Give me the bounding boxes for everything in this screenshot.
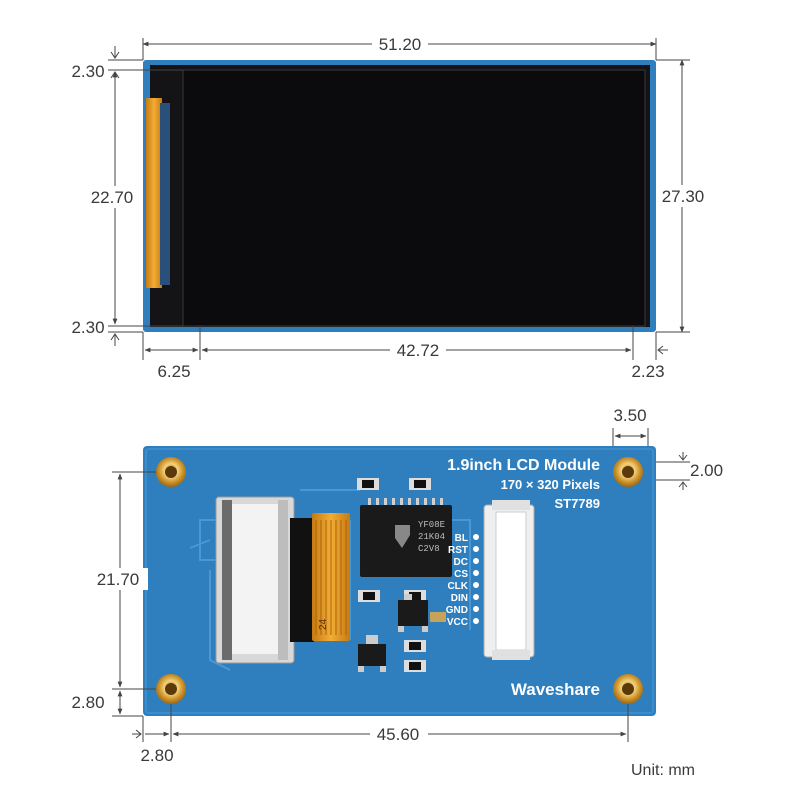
dim-hole-horizontal-spacing: 45.60 — [377, 725, 420, 744]
header-connector — [483, 500, 535, 660]
ic-marking-line-2: 21K04 — [418, 532, 445, 542]
level-shifter-ic: YF08E 21K04 C2V8 — [360, 498, 452, 577]
pin-label-din: DIN — [451, 593, 468, 604]
arrow-hole-left — [132, 729, 142, 739]
dim-overall-height: 27.30 — [662, 187, 705, 206]
flex-ribbon: 24 — [290, 513, 350, 642]
pin-pads — [473, 534, 479, 624]
display-screen — [182, 69, 646, 327]
dim-hole-vertical-spacing: 21.70 — [97, 570, 140, 589]
dim-hole-top-offset: 2.00 — [690, 461, 723, 480]
dim-left-offset: 6.25 — [157, 362, 190, 381]
pin-label-dc: DC — [454, 557, 468, 568]
arrow-bottom-margin — [110, 333, 120, 346]
arrow-right-offset — [657, 345, 668, 355]
module-title: 1.9inch LCD Module — [447, 457, 600, 474]
pin-label-bl: BL — [455, 533, 468, 544]
pin-label-clk: CLK — [447, 581, 468, 592]
ic-marking-line-3: C2V8 — [418, 544, 440, 554]
brand-label: Waveshare — [511, 680, 600, 699]
module-resolution: 170 × 320 Pixels — [501, 477, 600, 492]
ti-logo-icon — [395, 525, 410, 548]
arrow-hole-bottom — [678, 481, 688, 490]
arrow-hole-top — [678, 452, 688, 461]
dim-hole-left-offset: 2.80 — [140, 746, 173, 765]
fpc-strip — [146, 98, 162, 288]
dim-active-height: 22.70 — [91, 188, 134, 207]
module-driver: ST7789 — [554, 496, 600, 511]
pin-label-cs: CS — [454, 569, 468, 580]
transistor — [398, 594, 428, 632]
dim-bottom-margin: 2.30 — [71, 318, 104, 337]
dim-edge-to-hole: 3.50 — [613, 406, 646, 425]
mounting-holes — [156, 457, 643, 704]
pin-label-gnd: GND — [446, 605, 468, 616]
dim-active-width: 42.72 — [397, 341, 440, 360]
dim-top-margin: 2.30 — [71, 62, 104, 81]
ffc-number: 24 — [318, 618, 329, 630]
dim-right-offset: 2.23 — [631, 362, 664, 381]
fpc-connector — [215, 496, 295, 664]
dim-overall-width: 51.20 — [379, 35, 422, 54]
pin-labels: BL RST DC CS CLK DIN GND VCC — [446, 533, 469, 628]
pin-label-rst: RST — [448, 545, 468, 556]
bottom-view: 24 YF08E 21K04 C2V8 — [71, 406, 723, 765]
dim-hole-bottom-offset: 2.80 — [71, 693, 104, 712]
fpc-inner-strip — [160, 103, 170, 285]
ic-marking-line-1: YF08E — [418, 520, 445, 530]
pin-label-vcc: VCC — [447, 617, 468, 628]
arrow-top-margin — [110, 46, 120, 59]
top-view: 51.20 27.30 2.30 22.70 2.30 6.25 42.72 2… — [71, 34, 712, 381]
regulator — [358, 635, 386, 672]
unit-label: Unit: mm — [631, 762, 695, 779]
